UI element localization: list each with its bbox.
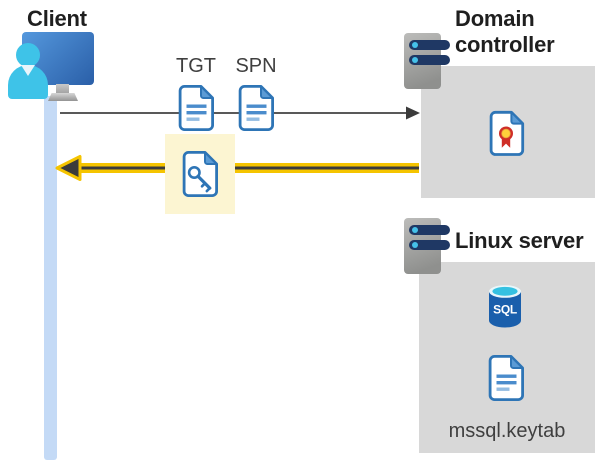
- server-drive-bar: [409, 40, 450, 50]
- server-drive-bar: [409, 55, 450, 65]
- domain-controller-server-icon: [404, 33, 450, 89]
- spn-document-icon: [238, 85, 274, 131]
- sql-label: SQL: [493, 303, 517, 317]
- linux-server-icon: [404, 218, 450, 274]
- session-key-document-icon: [182, 151, 218, 197]
- server-led-icon: [412, 242, 418, 248]
- server-led-icon: [412, 57, 418, 63]
- person-collar: [21, 65, 35, 76]
- server-drive-bar: [409, 225, 450, 235]
- client-icon: [8, 32, 100, 104]
- server-led-icon: [412, 227, 418, 233]
- client-timeline-bar: [44, 96, 57, 460]
- client-title: Client: [27, 6, 87, 31]
- server-led-icon: [412, 42, 418, 48]
- keytab-filename-label: mssql.keytab: [448, 420, 566, 442]
- tgt-label: TGT: [176, 55, 216, 77]
- domain-controller-title: Domain controller: [455, 6, 555, 57]
- monitor-stand-base: [48, 93, 78, 101]
- spn-label: SPN: [235, 55, 277, 77]
- response-arrow-left-highlighted: [55, 155, 419, 181]
- sql-database-icon: SQL: [489, 285, 521, 328]
- request-arrow-right: [60, 106, 420, 120]
- tgt-document-icon: [178, 85, 214, 131]
- server-drive-bar: [409, 240, 450, 250]
- keytab-document-icon: [488, 355, 524, 401]
- person-icon: [16, 43, 40, 67]
- monitor-stand-neck: [56, 84, 69, 94]
- linux-server-title: Linux server: [455, 228, 584, 253]
- certificate-document-icon: [489, 110, 525, 156]
